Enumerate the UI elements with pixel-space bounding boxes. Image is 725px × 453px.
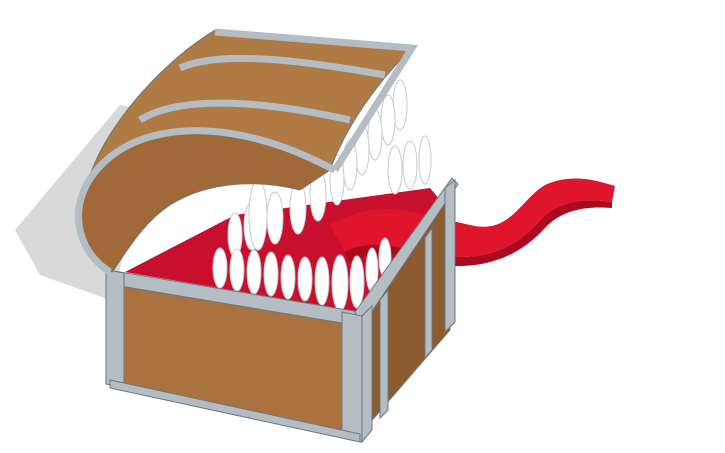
lid-bands [75, 28, 419, 275]
lower-teeth [212, 237, 392, 312]
upper-teeth [227, 79, 432, 258]
chest-frame [105, 177, 459, 444]
tongue [330, 178, 615, 257]
